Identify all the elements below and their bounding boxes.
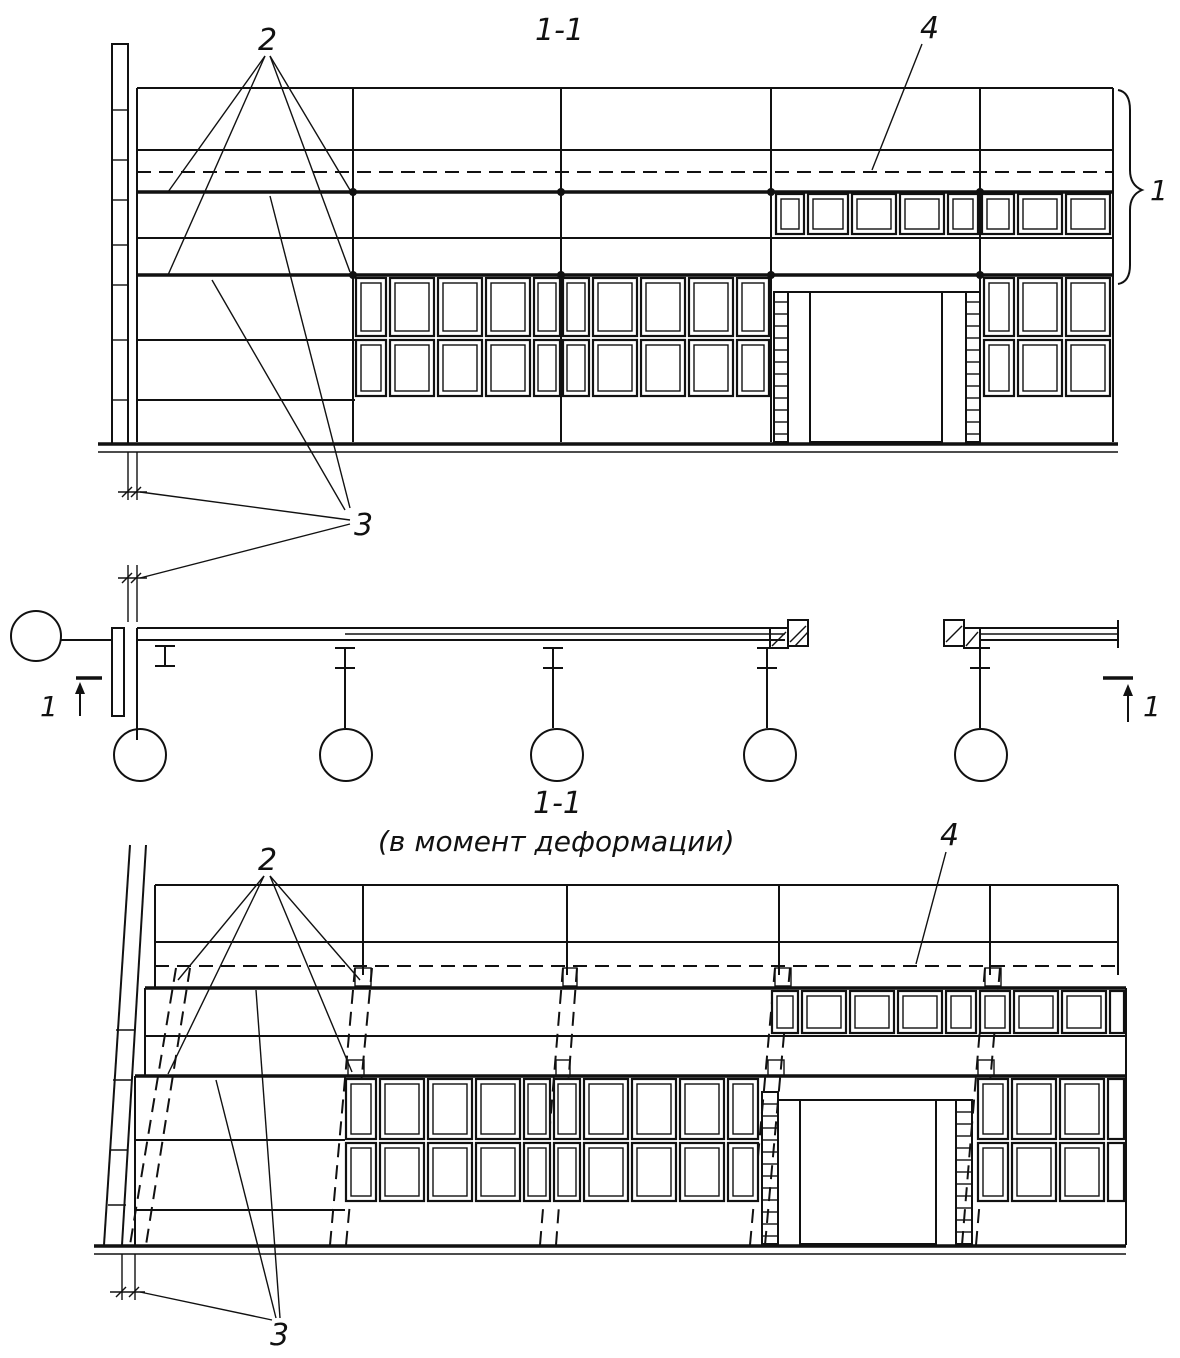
section-mark-right: 1 — [1143, 690, 1161, 723]
bottom-gate — [761, 1091, 973, 1245]
bottom-elevation: 1-1 (в момент деформации) — [94, 786, 1127, 1353]
bottom-label-2: 2 — [258, 843, 277, 878]
bottom-section-subtitle: (в момент деформации) — [378, 825, 735, 858]
top-upper-window-row — [774, 192, 1112, 236]
top-elevation: 1-1 — [98, 11, 1168, 579]
bottom-label-3: 3 — [270, 1318, 289, 1353]
top-gate — [773, 291, 981, 443]
top-label-3: 3 — [354, 508, 373, 543]
plan-left-column — [111, 627, 125, 717]
top-lower-windows — [354, 276, 1112, 398]
bottom-lower-windows — [344, 1077, 1126, 1203]
plan-view: 1 1 — [10, 565, 1161, 782]
top-brace — [1117, 89, 1145, 285]
top-label-2: 2 — [258, 23, 277, 58]
bottom-label-4: 4 — [940, 818, 959, 853]
label-1: 1 — [1150, 174, 1168, 207]
top-section-title: 1-1 — [535, 13, 584, 48]
bottom-section-title: 1-1 — [533, 786, 582, 821]
left-axis-bubble — [10, 610, 62, 662]
top-left-column — [111, 43, 129, 445]
bottom-upper-window-row — [770, 989, 1126, 1035]
section-mark-left: 1 — [40, 690, 58, 723]
top-label-4: 4 — [920, 11, 939, 46]
